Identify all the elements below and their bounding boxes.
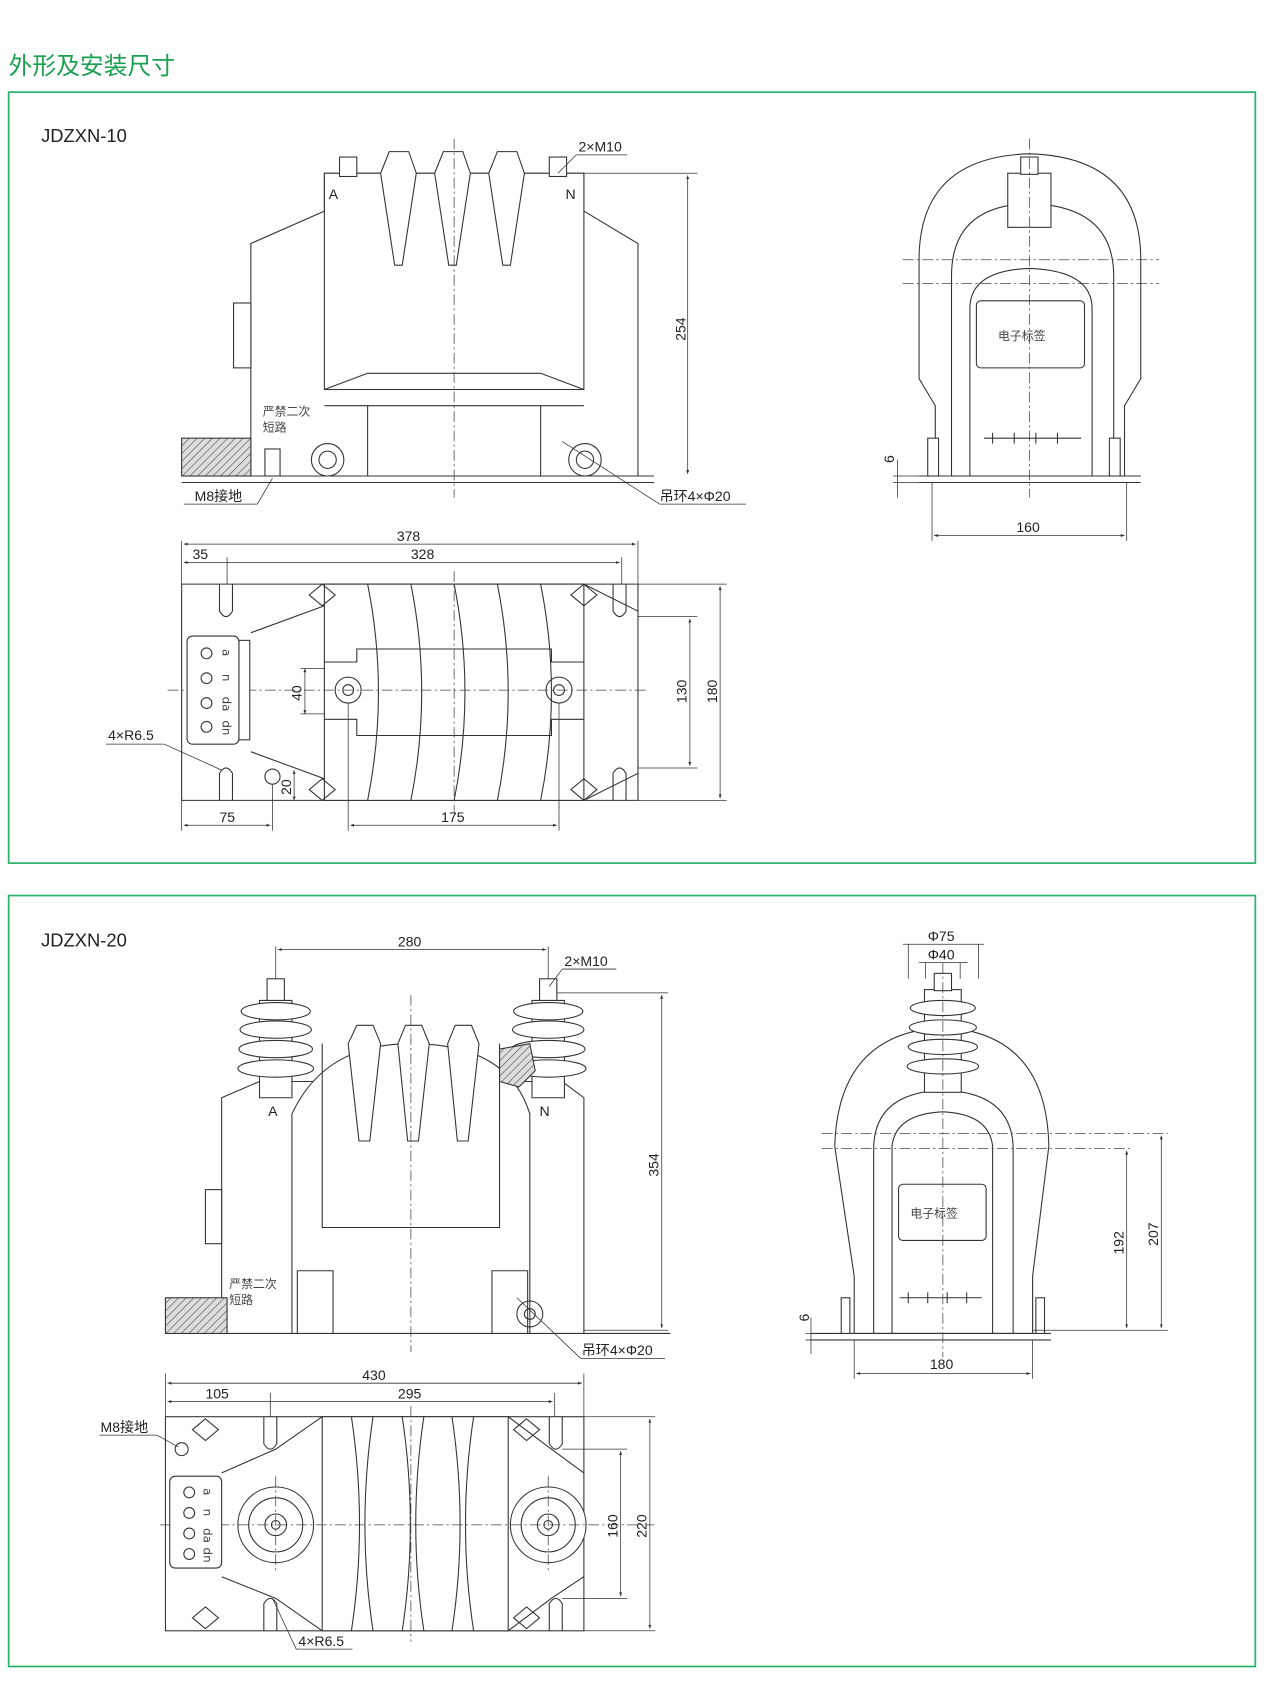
model-label: JDZXN-20 [41,929,127,950]
jdzxn-20-panel: JDZXN-20 [7,894,1257,1668]
secondary-terminal-block: a n da dn [186,635,251,745]
lifting-ring-label: 吊环4×Φ20 [660,488,731,504]
terminal-label: n [200,1509,214,1517]
jdzxn-10-panel: JDZXN-10 A N 2×M10 254 严禁二 [7,91,1257,864]
side-view: 电子标签 6 160 [881,138,1160,541]
side-view: 电子标签 Φ75 Φ40 192 207 6 180 [796,928,1168,1379]
secondary-terminal-block: a n da dn [169,1475,223,1569]
warning-text-2: 短路 [229,1293,253,1307]
width-dim: 180 [930,1356,954,1372]
section-title: 外形及安装尺寸 [9,52,175,80]
mount-depth-dim: 130 [674,679,690,703]
nameplate-hatched [164,1297,228,1334]
overall-depth-dim: 220 [634,1514,650,1538]
top-view: a n da dn 430 105 295 160 220 M8接地 4 [99,1367,656,1650]
offset-dim: 35 [192,546,208,562]
ground-offset-dim: 20 [278,779,294,795]
overall-length-dim: 430 [362,1367,386,1383]
terminal-n-label: N [540,1103,550,1119]
model-label: JDZXN-10 [41,125,127,146]
top-view: a n da dn 378 35 328 130 180 40 [105,528,727,831]
width-dim: 160 [1016,519,1040,535]
terminal-label: dn [220,720,234,735]
base-height-dim: 6 [796,1314,812,1322]
overall-length-dim: 378 [397,528,421,544]
terminal-label: a [200,1488,214,1495]
front-view: A N 2×M10 254 严禁二次 短路 M8接地 吊环4×Φ20 [181,139,747,505]
terminal-a-label: A [268,1103,278,1119]
terminal-n-label: N [566,186,576,202]
warning-text: 严禁二次 [263,404,311,418]
terminal: da [200,697,234,712]
terminal: n [200,672,234,685]
electronic-tag-label: 电子标签 [910,1207,958,1221]
terminal-label: a [220,649,234,656]
mount-depth-dim: 160 [604,1514,620,1538]
terminal: a [183,1486,214,1499]
terminal: n [183,1506,214,1519]
terminal-label: n [220,674,234,682]
height-192-dim: 192 [1110,1231,1126,1255]
electronic-tag-label: 电子标签 [998,329,1046,343]
slot-spec: 4×R6.5 [298,1633,344,1649]
terminal: dn [200,720,234,735]
slot-spec: 4×R6.5 [108,727,154,743]
ground-label: M8接地 [195,488,243,504]
terminal: dn [183,1548,214,1563]
outer-diameter-dim: Φ75 [928,928,955,944]
bushing-span-dim: 280 [398,933,422,949]
ground-left-dim: 75 [219,809,235,825]
terminal-label: da [200,1528,214,1543]
height-dim: 254 [673,317,689,341]
terminal-a-label: A [329,186,339,202]
bolt-spec: 2×M10 [578,139,622,155]
terminal: da [183,1527,214,1543]
mount-span-dim: 295 [398,1385,422,1401]
terminal: a [200,647,234,660]
nameplate-hatched [181,437,252,477]
bushing-n [499,978,587,1099]
ring-span-dim: 175 [441,809,465,825]
terminal-label: da [220,697,234,712]
height-207-dim: 207 [1145,1222,1161,1246]
offset-dim: 105 [205,1385,229,1401]
height-dim: 354 [645,1153,661,1177]
warning-text: 严禁二次 [229,1277,277,1291]
ground-label: M8接地 [101,1419,149,1435]
base-height-dim: 6 [881,455,897,463]
terminal-gap-dim: 40 [289,685,305,701]
lifting-ring-label: 吊环4×Φ20 [582,1342,653,1358]
overall-depth-dim: 180 [704,679,720,703]
bolt-spec: 2×M10 [564,953,608,969]
warning-text-2: 短路 [263,421,287,435]
inner-diameter-dim: Φ40 [928,946,955,962]
terminal-label: dn [200,1548,214,1563]
mount-span-dim: 328 [411,546,435,562]
front-view: A N 280 2×M10 354 严禁二次 短路 吊环4×Φ20 [164,933,671,1359]
